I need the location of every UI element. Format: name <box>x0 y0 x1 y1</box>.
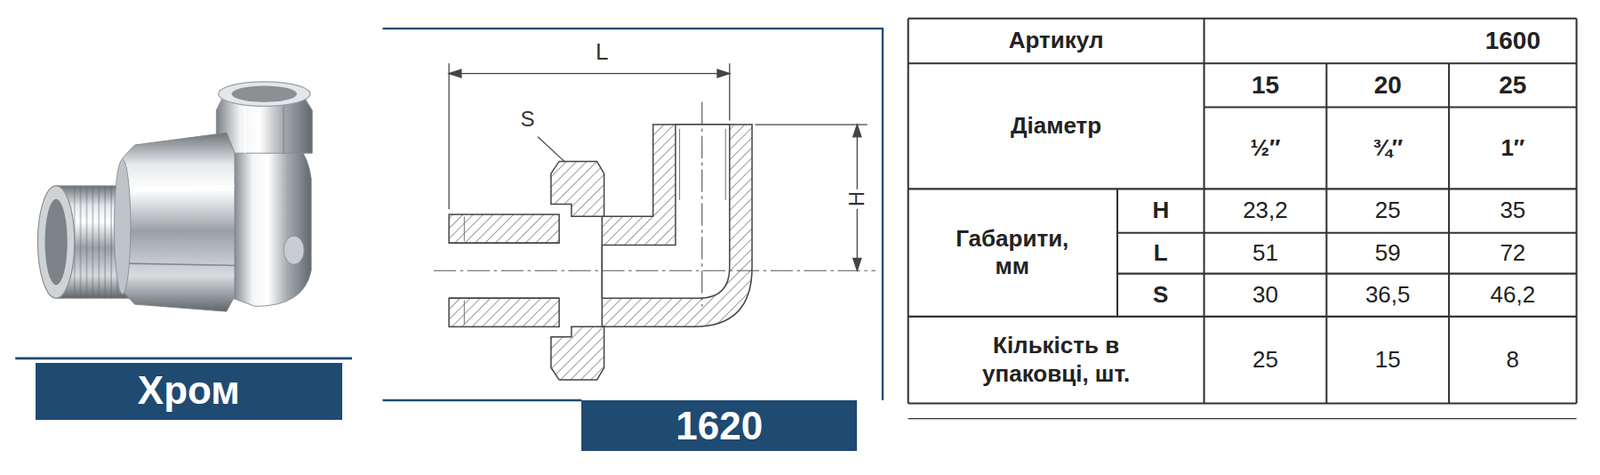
table-grid-part <box>1117 232 1577 234</box>
table-grid-part <box>908 401 1577 404</box>
table-cell: 30 <box>1204 273 1328 317</box>
table-cell: 59 <box>1326 232 1449 274</box>
centre-line-part <box>701 102 703 307</box>
fitting-photo-part <box>37 185 74 298</box>
table-header: S <box>1117 273 1205 317</box>
table-grid-part <box>1204 106 1577 109</box>
table-header: Діаметр <box>908 63 1205 189</box>
band-text: Хром <box>137 368 240 412</box>
dimension-line-part <box>754 123 867 125</box>
section-drawing-part <box>448 296 560 298</box>
article-band: 1620 <box>581 400 857 451</box>
section-drawing-part <box>551 326 605 380</box>
centre-line-part <box>433 270 876 272</box>
table-header: ¾″ <box>1326 107 1449 190</box>
table-header: Артикул <box>908 18 1205 64</box>
section-drawing-part <box>551 160 605 216</box>
dimension-label: S <box>512 104 542 135</box>
dimension-label: H <box>840 184 875 214</box>
section-drawing-part-part <box>725 128 727 200</box>
table-cell: 72 <box>1448 232 1576 274</box>
section-drawing-part <box>448 214 560 243</box>
table-cell: 25 <box>1204 316 1328 404</box>
table-header: 25 <box>1448 63 1576 107</box>
section-drawing-part-part <box>464 216 465 241</box>
section-drawing-part-part <box>679 128 680 200</box>
table-header: Кількість в упаковці, шт. <box>951 316 1161 404</box>
dimension-line-part <box>537 136 565 162</box>
table-header: 15 <box>1204 63 1328 107</box>
table-header: H <box>1117 188 1205 232</box>
dimension-line <box>448 63 868 271</box>
dimension-line-part <box>448 63 449 209</box>
table-grid-part <box>908 187 1577 190</box>
table-grid-part <box>1203 18 1206 404</box>
table-cell: 23,2 <box>1204 188 1328 232</box>
table-grid-part <box>1448 63 1450 403</box>
table-grid-part <box>908 417 1577 419</box>
table-cell: 46,2 <box>1448 273 1576 317</box>
section-drawing-part <box>464 216 465 325</box>
section-drawing-part <box>448 241 560 243</box>
fitting-photo-part <box>45 199 68 285</box>
table-cell: 51 <box>1204 232 1328 274</box>
table-grid-part <box>908 315 1577 318</box>
table-header: Габарити, мм <box>936 188 1088 316</box>
band-rule <box>15 357 352 360</box>
section-drawing-part <box>448 297 560 327</box>
table-header: 1600 <box>1448 18 1576 64</box>
table-header: L <box>1117 232 1205 274</box>
section-drawing <box>448 124 752 380</box>
dimension-line-part <box>853 257 862 271</box>
table-grid-part <box>907 18 910 404</box>
table-grid-part <box>1117 272 1577 275</box>
drawing-frame <box>382 28 883 400</box>
table-header: ½″ <box>1204 107 1328 190</box>
table-grid <box>908 18 1577 419</box>
table-grid-part <box>1325 63 1328 403</box>
fitting-photo-part <box>122 132 235 312</box>
finish-band: Хром <box>35 362 342 420</box>
fitting-photo-part <box>126 185 235 191</box>
fitting-photo-part <box>114 159 131 295</box>
dimension-line-part <box>456 72 721 74</box>
dimension-line-part <box>448 69 462 78</box>
centre-line <box>433 102 876 307</box>
table-cell: 8 <box>1448 316 1576 404</box>
section-drawing-part-part <box>464 300 465 326</box>
band-text: 1620 <box>675 404 763 448</box>
section-drawing-part <box>601 124 729 298</box>
table-grid-part <box>908 17 1577 20</box>
table-cell: 35 <box>1448 188 1576 232</box>
dimension-line-part <box>728 63 730 120</box>
table-header: 20 <box>1326 63 1449 107</box>
table-grid-part <box>1116 188 1119 316</box>
table-grid-part <box>1576 18 1578 404</box>
table-cell: 15 <box>1326 316 1449 404</box>
table-grid-part <box>908 62 1577 64</box>
fitting-photo-part <box>218 81 311 107</box>
section-drawing-part <box>601 124 752 327</box>
table-header: 1″ <box>1448 107 1576 190</box>
table-cell: 25 <box>1326 188 1449 232</box>
fitting-photo-part <box>232 130 312 306</box>
fitting-photo-part <box>282 102 284 153</box>
fitting-photo-part <box>232 85 297 102</box>
drawing-frame-part <box>382 399 582 401</box>
table-cell: 36,5 <box>1326 273 1449 317</box>
dimension-line-part <box>717 69 730 78</box>
fitting-photo-part <box>126 263 235 265</box>
fitting-photo <box>37 81 312 312</box>
drawing-frame-part <box>382 28 883 400</box>
fitting-photo-part <box>244 102 247 153</box>
dimension-line-part <box>853 124 862 137</box>
dimension-label: L <box>585 36 619 67</box>
fitting-photo-part <box>283 235 304 264</box>
